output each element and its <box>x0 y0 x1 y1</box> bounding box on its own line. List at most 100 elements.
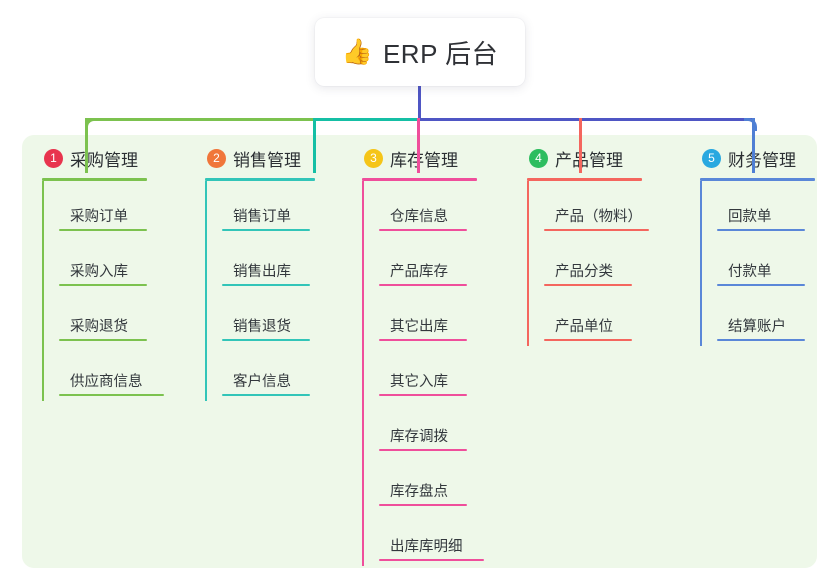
branch-item[interactable]: 销售订单 <box>222 181 360 236</box>
branch-item-label: 销售出库 <box>233 264 291 280</box>
branch-item-label: 结算账户 <box>728 319 786 335</box>
connector-drop-5 <box>752 118 755 173</box>
branch-item[interactable]: 结算账户 <box>717 291 835 346</box>
branch-number-badge: 4 <box>529 148 548 168</box>
branch-item-label: 采购退货 <box>70 319 128 335</box>
branch-item[interactable]: 产品单位 <box>544 291 692 346</box>
branch-item-rule <box>379 284 467 286</box>
branch-item-label: 客户信息 <box>233 374 291 390</box>
branch-item-label: 采购订单 <box>70 209 128 225</box>
branch-spine <box>205 181 207 401</box>
branch-item-label: 采购入库 <box>70 264 128 280</box>
branch-item-list: 仓库信息产品库存其它出库其它入库库存调拨库存盘点出库库明细 <box>362 181 517 566</box>
branch-title: 采购管理 <box>70 150 138 170</box>
branch-item-rule <box>59 229 147 231</box>
branch-item-rule <box>379 394 467 396</box>
branch-item[interactable]: 采购入库 <box>59 236 202 291</box>
branch-item-label: 回款单 <box>728 209 772 225</box>
branch-item-rule <box>544 229 649 231</box>
branch-item[interactable]: 仓库信息 <box>379 181 517 236</box>
branch-title: 财务管理 <box>728 150 796 170</box>
branch-item[interactable]: 库存调拨 <box>379 401 517 456</box>
branch-header-4[interactable]: 4 产品管理 <box>527 146 692 170</box>
branch-item-rule <box>59 284 147 286</box>
branch-item[interactable]: 付款单 <box>717 236 835 291</box>
branch-item[interactable]: 供应商信息 <box>59 346 202 401</box>
branch-item[interactable]: 采购退货 <box>59 291 202 346</box>
branch-item[interactable]: 回款单 <box>717 181 835 236</box>
branch-item-rule <box>379 339 467 341</box>
branch-item[interactable]: 销售出库 <box>222 236 360 291</box>
branch-item-list: 销售订单销售出库销售退货客户信息 <box>205 181 360 401</box>
branch-item-label: 库存调拨 <box>390 429 448 445</box>
branch-number-badge: 2 <box>207 148 226 168</box>
branch-header-rule <box>42 178 147 181</box>
branch-item-rule <box>717 339 805 341</box>
connector-corner-right <box>744 118 757 131</box>
branch-item-rule <box>717 229 805 231</box>
branch-header-rule <box>527 178 642 181</box>
branch-item-rule <box>59 339 147 341</box>
branch-column-2: 2 销售管理销售订单销售出库销售退货客户信息 <box>205 146 360 401</box>
branch-header-rule <box>700 178 815 181</box>
branch-header-rule <box>362 178 477 181</box>
thumbs-up-icon: 👍 <box>341 37 373 66</box>
branch-title: 销售管理 <box>233 150 301 170</box>
branch-item[interactable]: 产品分类 <box>544 236 692 291</box>
branch-item-rule <box>379 559 484 561</box>
branch-item-label: 产品库存 <box>390 264 448 280</box>
branch-item-label: 仓库信息 <box>390 209 448 225</box>
branch-item[interactable]: 其它出库 <box>379 291 517 346</box>
branch-item-rule <box>717 284 805 286</box>
branch-item[interactable]: 出库库明细 <box>379 511 517 566</box>
branch-column-5: 5 财务管理回款单付款单结算账户 <box>700 146 835 346</box>
branch-item-rule <box>379 449 467 451</box>
branch-column-4: 4 产品管理产品（物料） 产品分类产品单位 <box>527 146 692 346</box>
branch-header-rule <box>205 178 315 181</box>
connector-hbar-blue <box>417 118 754 121</box>
connector-hbar-green <box>85 118 315 121</box>
branch-item-rule <box>222 339 310 341</box>
branch-item[interactable]: 其它入库 <box>379 346 517 401</box>
branch-item[interactable]: 销售退货 <box>222 291 360 346</box>
connector-drop-4 <box>579 118 582 173</box>
branch-item-label: 其它出库 <box>390 319 448 335</box>
branch-item[interactable]: 产品库存 <box>379 236 517 291</box>
connector-drop-3 <box>417 118 420 173</box>
branch-item[interactable]: 库存盘点 <box>379 456 517 511</box>
branch-spine <box>362 181 364 566</box>
branch-spine <box>42 181 44 401</box>
connector-drop-1 <box>85 118 88 173</box>
branch-item[interactable]: 采购订单 <box>59 181 202 236</box>
branch-item[interactable]: 产品（物料） <box>544 181 692 236</box>
connector-stem <box>418 86 421 120</box>
branch-item-list: 采购订单采购入库采购退货供应商信息 <box>42 181 202 401</box>
branch-item-label: 产品（物料） <box>555 209 642 225</box>
root-node-card[interactable]: 👍 ERP 后台 <box>315 18 525 86</box>
branch-item-rule <box>544 284 632 286</box>
branch-spine <box>700 181 702 346</box>
branch-item-label: 其它入库 <box>390 374 448 390</box>
branch-title: 库存管理 <box>390 150 458 170</box>
branch-item-list: 回款单付款单结算账户 <box>700 181 835 346</box>
page-title: ERP 后台 <box>382 38 499 69</box>
connector-hbar-teal <box>313 118 419 121</box>
branch-item-rule <box>544 339 632 341</box>
branch-item-label: 产品单位 <box>555 319 613 335</box>
branch-header-5[interactable]: 5 财务管理 <box>700 146 835 170</box>
branch-spine <box>527 181 529 346</box>
branch-number-badge: 5 <box>702 148 721 168</box>
branch-item-rule <box>379 229 467 231</box>
branch-header-2[interactable]: 2 销售管理 <box>205 146 360 170</box>
branch-title: 产品管理 <box>555 150 623 170</box>
branch-item-rule <box>222 284 310 286</box>
branch-item-label: 出库库明细 <box>390 539 463 555</box>
branch-item-rule <box>59 394 164 396</box>
branch-item-label: 产品分类 <box>555 264 613 280</box>
branch-item[interactable]: 客户信息 <box>222 346 360 401</box>
connector-corner-left <box>85 118 98 131</box>
diagram-panel <box>22 135 817 568</box>
